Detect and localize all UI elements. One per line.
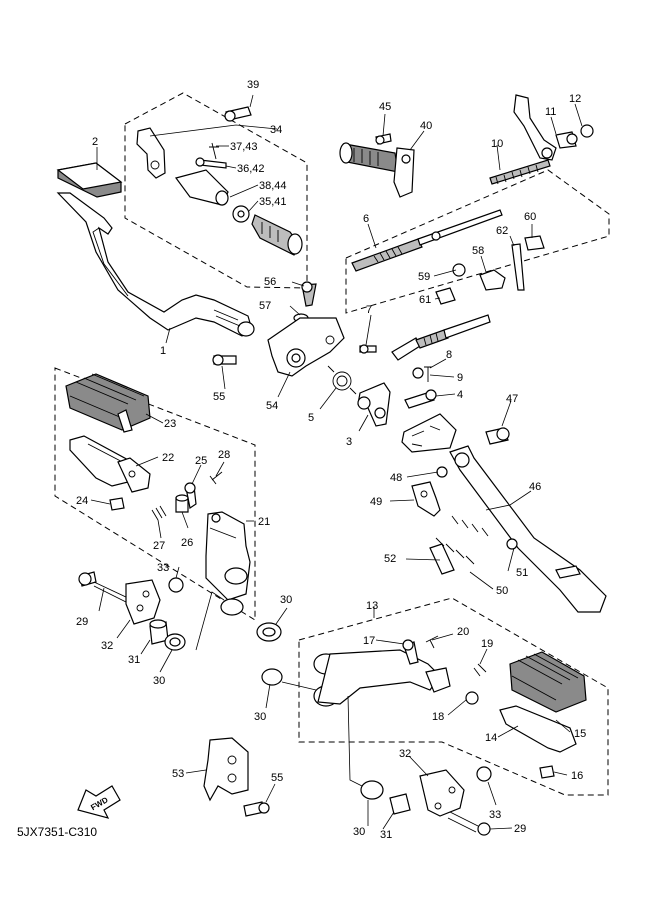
- callout-47: 47: [506, 393, 518, 405]
- callout-15: 15: [574, 728, 586, 740]
- callout-1: 1: [160, 345, 166, 357]
- callout-2: 2: [92, 136, 98, 148]
- callout-51: 51: [516, 567, 528, 579]
- callout-3: 3: [346, 436, 352, 448]
- callout-7: 7: [366, 304, 372, 316]
- callout-34: 34: [270, 124, 282, 136]
- callout-22: 22: [162, 452, 174, 464]
- footrest-22: [69, 435, 151, 511]
- footrest-rubber-23: [65, 373, 151, 433]
- callout-57: 57: [259, 300, 271, 312]
- callout-8: 8: [446, 349, 452, 361]
- callout-35-41: 35,41: [259, 196, 287, 208]
- callout-18: 18: [432, 711, 444, 723]
- callout-13: 13: [366, 600, 378, 612]
- leader-lines: [90, 94, 583, 830]
- spring-5: [327, 365, 357, 395]
- callout-58: 58: [472, 245, 484, 257]
- callout-60: 60: [524, 211, 536, 223]
- lower-right-parts: [360, 766, 492, 836]
- group-box-21: [54, 367, 256, 621]
- callout-54: 54: [266, 400, 278, 412]
- group-box-cable: [345, 169, 610, 314]
- callout-61: 61: [419, 294, 431, 306]
- bracket-53: [203, 737, 270, 817]
- callout-50: 50: [496, 585, 508, 597]
- footrest-bracket-21: [205, 511, 251, 616]
- callout-30d: 30: [353, 826, 365, 838]
- callout-21: 21: [258, 516, 270, 528]
- rod-parts-10-12: [489, 94, 594, 185]
- callout-31b: 31: [380, 829, 392, 841]
- callout-19: 19: [481, 638, 493, 650]
- callout-33a: 33: [157, 562, 169, 574]
- footrest-rubber-15: [499, 651, 587, 779]
- callout-30b: 30: [280, 594, 292, 606]
- callout-29b: 29: [514, 823, 526, 835]
- brake-pedal: [56, 192, 255, 337]
- callout-30a: 30: [153, 675, 165, 687]
- callout-33b: 33: [489, 809, 501, 821]
- clamp-parts-58-62: [435, 235, 545, 305]
- callout-4: 4: [457, 389, 463, 401]
- callout-10: 10: [491, 138, 503, 150]
- callout-40: 40: [420, 120, 432, 132]
- callout-24: 24: [76, 495, 88, 507]
- callout-38-44: 38,44: [259, 180, 287, 192]
- diagram-code: 5JX7351-C310: [17, 825, 98, 839]
- callout-27: 27: [153, 540, 165, 552]
- callout-37-43: 37,43: [230, 141, 258, 153]
- callout-29a: 29: [76, 616, 88, 628]
- sidestand: [401, 413, 607, 613]
- callout-49: 49: [370, 496, 382, 508]
- shift-arm-54: [212, 281, 345, 377]
- callout-52: 52: [384, 553, 396, 565]
- callout-5: 5: [308, 412, 314, 424]
- callout-9: 9: [457, 372, 463, 384]
- callout-14: 14: [485, 732, 497, 744]
- callout-46: 46: [529, 481, 541, 493]
- callout-32b: 32: [399, 748, 411, 760]
- callout-11: 11: [545, 106, 556, 118]
- callout-62: 62: [496, 225, 508, 237]
- footrest-40: [339, 133, 415, 198]
- callout-12: 12: [569, 93, 581, 105]
- callout-6: 6: [363, 213, 369, 225]
- callout-55b: 55: [271, 772, 283, 784]
- callout-48: 48: [390, 472, 402, 484]
- callout-39: 39: [247, 79, 259, 91]
- callout-45: 45: [379, 101, 391, 113]
- pedal-pad: [56, 162, 123, 198]
- callout-16: 16: [571, 770, 583, 782]
- callout-17: 17: [363, 635, 375, 647]
- callout-59: 59: [418, 271, 430, 283]
- callout-20: 20: [457, 626, 469, 638]
- fwd-arrow: FWD: [77, 785, 121, 819]
- footrest-13: [261, 635, 487, 707]
- callout-32a: 32: [101, 640, 113, 652]
- group-box-13: [298, 597, 609, 796]
- callout-28: 28: [218, 449, 230, 461]
- callout-26: 26: [181, 537, 193, 549]
- left-lower-parts: [78, 571, 282, 651]
- callout-53: 53: [172, 768, 184, 780]
- shift-rod-6: [351, 209, 503, 272]
- callout-36-42: 36,42: [237, 163, 265, 175]
- footrest-parts-25-28: [151, 471, 223, 521]
- callout-30c: 30: [254, 711, 266, 723]
- footrest-bracket-34: [136, 106, 303, 256]
- callout-31a: 31: [128, 654, 140, 666]
- callout-23: 23: [164, 418, 176, 430]
- callout-25: 25: [195, 455, 207, 467]
- callout-55a: 55: [213, 391, 225, 403]
- rod-end-parts: [357, 314, 491, 427]
- callout-labels: 2 1 39 34 37,43 36,42 38,44 35,41 45 40 …: [76, 79, 586, 841]
- callout-56: 56: [264, 276, 276, 288]
